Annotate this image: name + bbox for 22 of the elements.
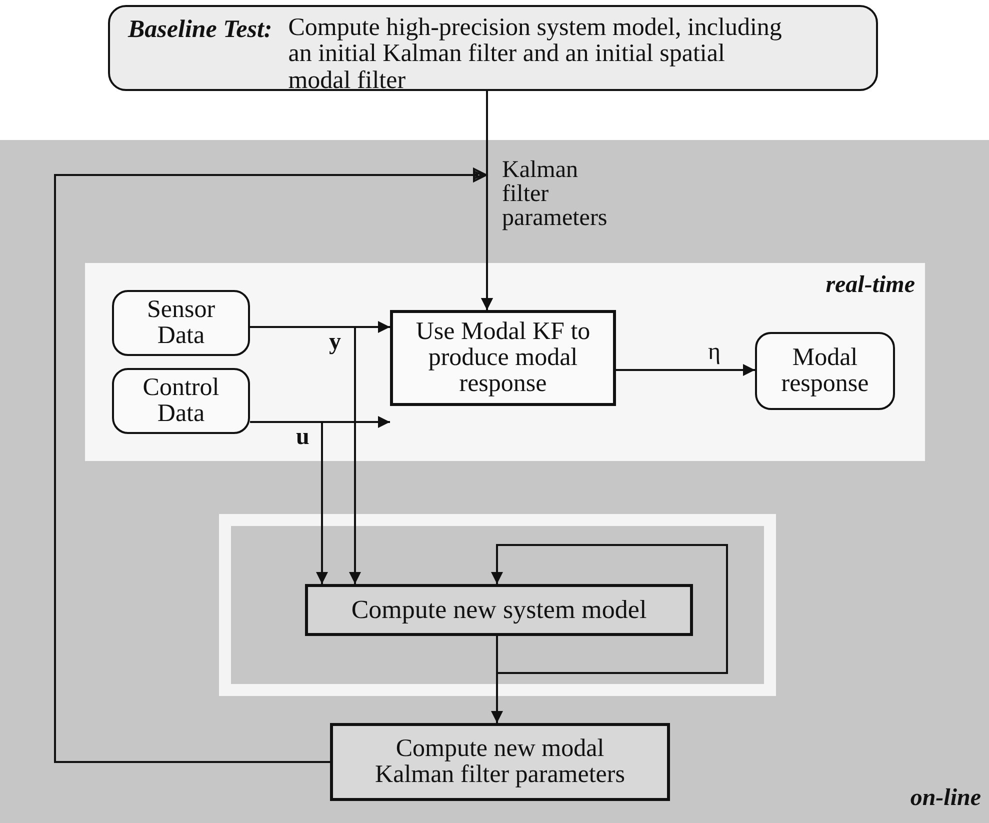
region-label: real-time xyxy=(826,273,915,298)
process-box xyxy=(305,584,693,636)
node-label: Compute new system model xyxy=(350,596,648,624)
node-label: Modal response xyxy=(780,344,870,398)
process-box xyxy=(108,5,878,91)
arrow xyxy=(54,168,493,763)
node-label: Use Modal KF to produce modal response xyxy=(414,318,592,398)
node-label: Compute new modal Kalman filter parameters xyxy=(374,736,626,788)
process-box xyxy=(330,723,670,801)
region-label: on-line xyxy=(910,786,981,811)
arrow xyxy=(491,544,728,674)
process-box xyxy=(390,310,616,406)
heading: Baseline Test: xyxy=(128,17,272,44)
data-box xyxy=(112,290,250,356)
node-label: Sensor Data xyxy=(146,296,216,350)
data-box xyxy=(112,368,250,434)
node-label: Control Data xyxy=(142,374,220,428)
online-region xyxy=(0,140,989,823)
description: Compute high-precision system model, including an initial Kalman filter and an initial spatial modal filter xyxy=(288,15,783,94)
output-box xyxy=(755,332,895,410)
realtime-panel xyxy=(85,263,925,461)
arrow xyxy=(616,364,755,376)
